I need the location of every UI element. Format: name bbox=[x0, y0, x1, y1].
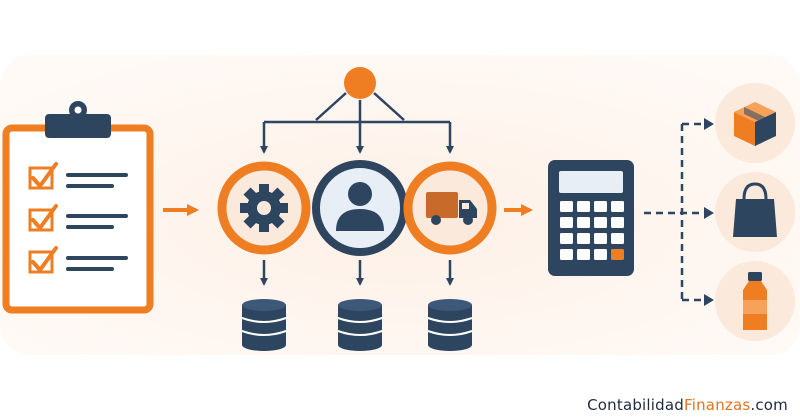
gear-icon bbox=[240, 184, 288, 232]
checklist-item bbox=[28, 246, 128, 274]
product-box-node bbox=[715, 83, 795, 163]
arrowhead bbox=[704, 118, 714, 130]
distribution-connectors bbox=[264, 92, 450, 124]
checklist-item bbox=[28, 204, 128, 232]
truck-node bbox=[403, 161, 497, 255]
database-icon bbox=[241, 299, 287, 351]
clipboard-checklist-icon bbox=[2, 101, 154, 314]
arrowhead bbox=[704, 207, 714, 219]
box-icon bbox=[734, 102, 776, 146]
dashed-connectors bbox=[644, 122, 706, 302]
truck-icon bbox=[426, 192, 477, 225]
person-icon bbox=[336, 182, 384, 231]
calculator-icon bbox=[548, 160, 634, 276]
watermark-part1: Contabilidad bbox=[587, 396, 684, 414]
gear-node bbox=[217, 161, 311, 255]
watermark: ContabilidadFinanzas.com bbox=[587, 396, 788, 414]
bottle-icon bbox=[743, 272, 767, 330]
person-node bbox=[312, 160, 408, 256]
product-bag-node bbox=[715, 172, 795, 252]
orange-dot-icon bbox=[344, 67, 376, 99]
product-bottle-node bbox=[715, 261, 795, 341]
arrowhead bbox=[704, 294, 714, 306]
database-icon bbox=[337, 299, 383, 351]
database-icon bbox=[427, 299, 473, 351]
checklist-item bbox=[28, 162, 128, 190]
watermark-part2: Finanzas bbox=[684, 396, 751, 414]
watermark-part3: .com bbox=[750, 396, 788, 414]
shopping-bag-icon bbox=[733, 182, 777, 237]
